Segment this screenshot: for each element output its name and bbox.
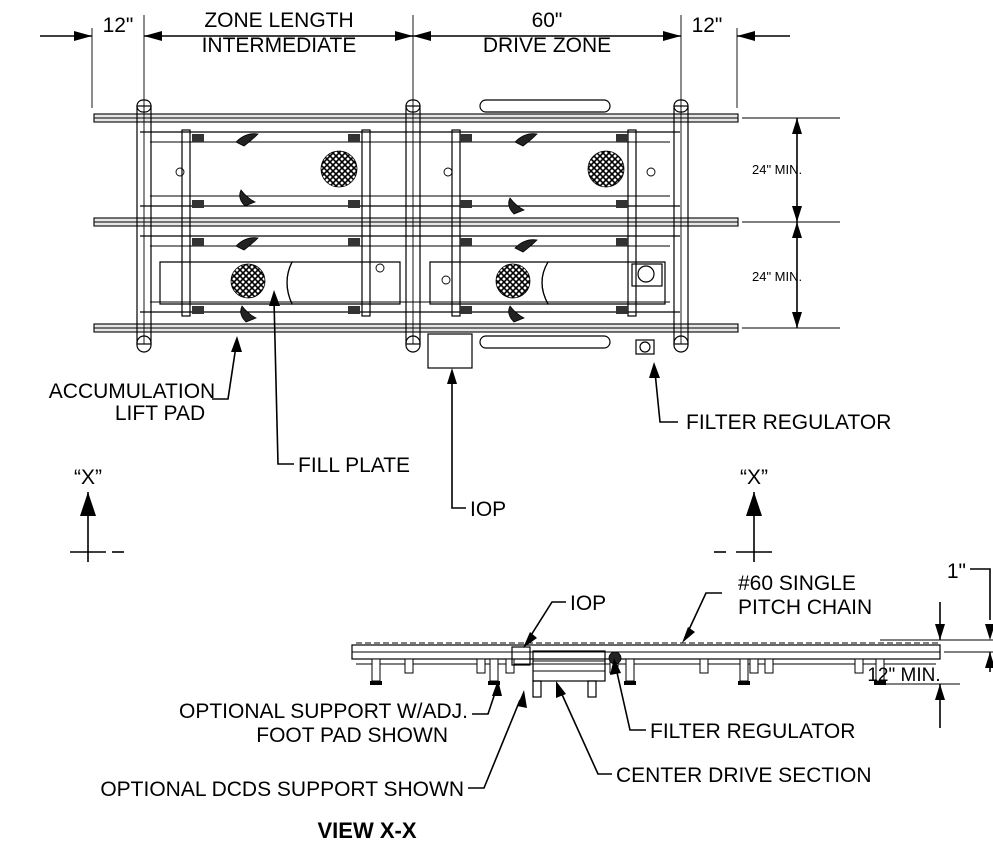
dim-zone-length: ZONE LENGTH [204, 9, 353, 32]
callout-optional-support: OPTIONAL SUPPORT W/ADJ. [179, 700, 468, 723]
callout-fill-plate: FILL PLATE [298, 454, 410, 477]
dim-chain-offset: 1" [947, 560, 966, 583]
callout-lift-pad: LIFT PAD [115, 402, 205, 425]
width-dimension-lines [742, 117, 840, 329]
section-marker-right [714, 492, 772, 562]
callout-dcds-support: OPTIONAL DCDS SUPPORT SHOWN [100, 778, 464, 801]
callout-foot-pad: FOOT PAD SHOWN [256, 724, 448, 747]
top-dimension-line [40, 15, 790, 108]
callout-filter-regulator-top: FILTER REGULATOR [686, 411, 891, 434]
conveyor-plan-view [93, 99, 739, 369]
section-label-right: “X” [740, 466, 768, 489]
side-leader-lines [468, 592, 722, 789]
callout-iop-side: IOP [570, 592, 606, 615]
callout-chain-line1: #60 SINGLE [738, 572, 856, 595]
section-label-left: “X” [74, 466, 102, 489]
callout-filter-regulator-side: FILTER REGULATOR [650, 720, 855, 743]
callout-chain-line2: PITCH CHAIN [738, 596, 872, 619]
callout-iop-top: IOP [470, 498, 506, 521]
dim-right-end: 12" [692, 14, 723, 37]
side-dimension-lines [880, 568, 993, 728]
dim-zone-intermediate: INTERMEDIATE [202, 34, 357, 57]
dim-left-end: 12" [103, 14, 134, 37]
dim-width-upper: 24" MIN. [752, 162, 802, 177]
plan-leader-lines [212, 290, 678, 509]
dim-drive-zone: DRIVE ZONE [483, 34, 611, 57]
dim-height-min: 12" MIN. [867, 665, 940, 686]
section-marker-left [70, 492, 124, 562]
callout-center-drive: CENTER DRIVE SECTION [616, 764, 872, 787]
dim-width-lower: 24" MIN. [752, 269, 802, 284]
dim-drive-zone-length: 60" [532, 9, 563, 32]
conveyor-side-view [351, 642, 941, 698]
view-title: VIEW X-X [317, 818, 416, 843]
callout-accumulation: ACCUMULATION [49, 380, 215, 403]
